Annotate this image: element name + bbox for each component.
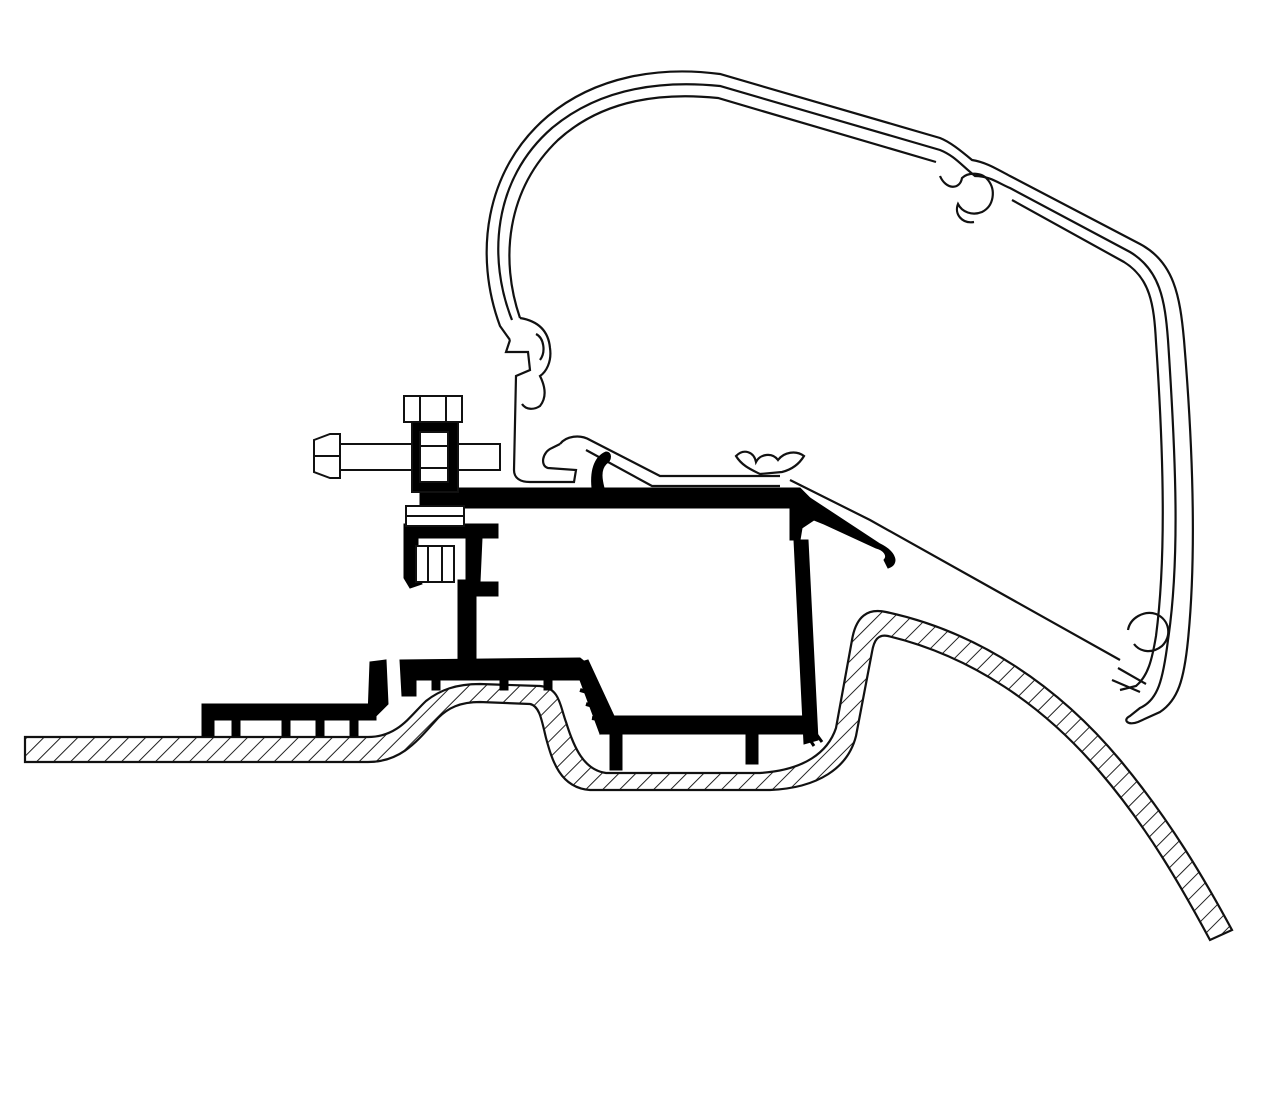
housing-upper-clip	[504, 316, 578, 484]
bracket-right-hook	[789, 497, 896, 569]
hex-bolt-head-top	[403, 395, 463, 423]
roof-shell-section	[23, 609, 1234, 942]
housing-inner-wall	[508, 95, 1164, 692]
bracket-mid-feet	[431, 679, 553, 691]
bracket-foot-1	[609, 733, 623, 771]
bracket-c-clip	[403, 523, 499, 597]
fastener-assembly	[313, 395, 501, 583]
bracket-teeth	[579, 688, 607, 722]
bracket-bottom	[599, 715, 807, 735]
housing-c-channel-bottom	[1111, 611, 1170, 694]
housing-outer-shell	[485, 70, 1195, 725]
bracket-foot-2	[745, 733, 759, 765]
hex-nut-lower	[415, 545, 455, 583]
bracket-top-plate	[419, 487, 813, 509]
housing-lower-edge	[559, 435, 1121, 661]
adapter-bracket-profile	[201, 451, 896, 771]
housing-c-channel-top	[938, 172, 994, 224]
awning-housing-profile	[485, 70, 1195, 725]
bracket-flange-feet	[231, 719, 359, 737]
bracket-right-teeth	[796, 719, 824, 747]
housing-t-slot	[734, 450, 806, 476]
bracket-right-wall	[793, 539, 819, 745]
bracket-top-hook	[591, 451, 611, 489]
vehicle-roof-shell	[23, 609, 1234, 942]
